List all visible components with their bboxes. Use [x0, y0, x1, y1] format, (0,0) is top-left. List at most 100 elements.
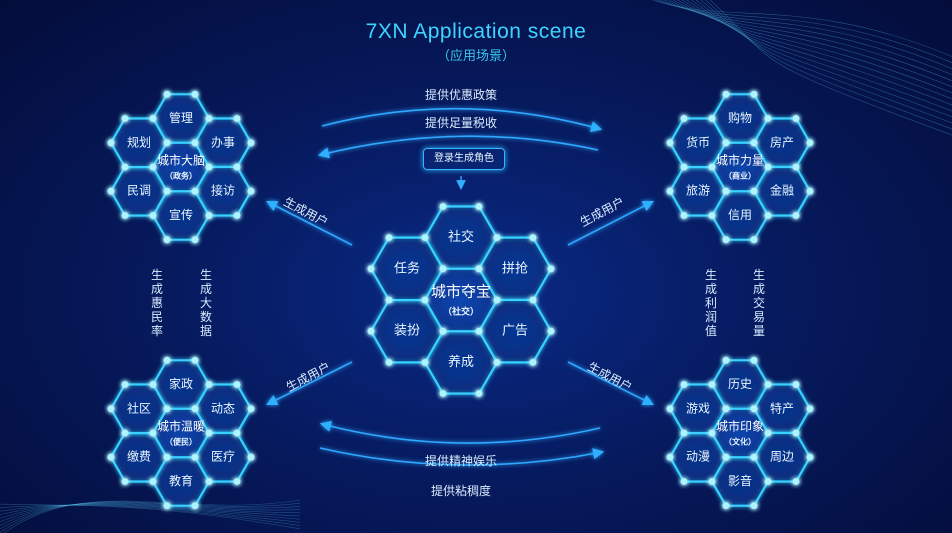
hex-node: [722, 356, 730, 364]
cluster-item-label: 历史: [728, 377, 752, 391]
cluster-item-label: 家政: [169, 376, 193, 391]
hex-node: [233, 478, 241, 485]
hex-node: [191, 236, 199, 244]
wave-line-top: [695, 0, 952, 118]
hex-node: [107, 405, 115, 413]
hex-node: [163, 502, 171, 510]
flow-label-bottom-2: 提供粘稠度: [430, 484, 491, 498]
hex-node: [666, 187, 674, 195]
hex-node: [385, 296, 393, 304]
wave-line-top: [672, 0, 952, 88]
login-role-box: 登录生成角色: [423, 148, 505, 170]
wave-line-top: [709, 0, 952, 136]
hex-node: [475, 390, 483, 397]
cluster-item-label: 广告: [502, 324, 528, 339]
hex-node: [680, 212, 688, 219]
hex-node: [191, 405, 199, 413]
cluster-center-title: 城市力量: [716, 153, 764, 168]
cluster-item-label: 购物: [728, 110, 752, 125]
hex-node: [750, 90, 758, 98]
hex-node: [792, 212, 800, 219]
hex-node: [233, 115, 241, 122]
flow-label-top-1: 提供优惠政策: [424, 88, 497, 102]
hex-node: [205, 163, 213, 171]
hex-node: [722, 453, 730, 461]
hex-node: [529, 359, 537, 366]
cluster-center-subtitle: （商业）: [724, 171, 756, 181]
hex-node: [421, 296, 429, 304]
hex-node: [421, 234, 429, 242]
cluster-item-label: 规划: [127, 134, 151, 149]
hex-node: [708, 115, 716, 122]
wave-line-top: [655, 0, 952, 64]
cluster-item-label: 装扮: [394, 324, 420, 339]
wave-line-bottom: [0, 504, 301, 523]
cluster-center-subtitle: （文化）: [724, 437, 756, 447]
hex-node: [247, 187, 255, 195]
hex-node: [722, 236, 730, 244]
hex-node: [680, 429, 688, 437]
wave-line-bottom: [0, 501, 301, 533]
hex-node: [247, 139, 255, 147]
hex-node: [806, 453, 814, 461]
hex-node: [680, 115, 688, 122]
hex-node: [708, 478, 716, 485]
hex-node: [750, 356, 758, 364]
cluster-item-label: 民调: [127, 184, 151, 198]
hex-node: [792, 163, 800, 171]
hex-node: [708, 163, 716, 171]
hex-node: [722, 187, 730, 195]
cluster-item-label: 动态: [211, 401, 235, 415]
cluster-item-label: 旅游: [686, 184, 710, 198]
arrow-to-welfare: [265, 361, 353, 406]
wave-line-top: [664, 0, 952, 76]
hex-node: [708, 429, 716, 437]
hex-node: [205, 212, 213, 219]
hex-node: [666, 405, 674, 413]
hex-node: [205, 115, 213, 122]
hex-node: [163, 405, 171, 413]
hex-node: [708, 381, 716, 388]
cluster-center-title: 城市夺宝: [431, 283, 491, 301]
hex-node: [205, 478, 213, 485]
hex-node: [475, 265, 483, 273]
hex-node: [680, 381, 688, 388]
hex-node: [439, 327, 447, 335]
cluster-item-label: 特产: [770, 400, 794, 415]
hex-node: [149, 381, 157, 388]
arc-top-1: [321, 107, 603, 132]
hex-node: [806, 187, 814, 195]
arrow-to-culture: [567, 361, 655, 406]
hex-node: [163, 453, 171, 461]
flow-label-right-down: 生成利润值: [704, 268, 717, 338]
hex-node: [750, 187, 758, 195]
hex-node: [806, 405, 814, 413]
hex-node: [191, 139, 199, 147]
cluster-center-title: 城市印象: [716, 419, 764, 434]
hex-node: [722, 139, 730, 147]
hex-node: [107, 139, 115, 147]
flow-label-bottom-1: 提供精神娱乐: [424, 454, 497, 468]
cluster-item-label: 接访: [211, 183, 235, 198]
hex-node: [385, 359, 393, 366]
arc-top-2: [317, 135, 599, 159]
hex-node: [475, 327, 483, 335]
hex-node: [233, 163, 241, 171]
wave-line-top: [686, 0, 952, 106]
hex-node: [666, 453, 674, 461]
cluster-item-label: 宣传: [169, 207, 193, 222]
cluster-item-label: 游戏: [686, 401, 710, 415]
wave-line-bottom: [0, 503, 301, 530]
cluster-item-label: 拼抢: [502, 260, 528, 276]
hex-node: [205, 429, 213, 437]
wave-line-bottom: [0, 504, 301, 520]
hex-node: [750, 236, 758, 244]
cluster-item-label: 教育: [169, 473, 193, 488]
cluster-item-label: 周边: [770, 450, 794, 464]
hex-node: [475, 203, 483, 210]
cluster-center-subtitle: （政务）: [165, 171, 197, 181]
hex-node: [121, 163, 129, 171]
